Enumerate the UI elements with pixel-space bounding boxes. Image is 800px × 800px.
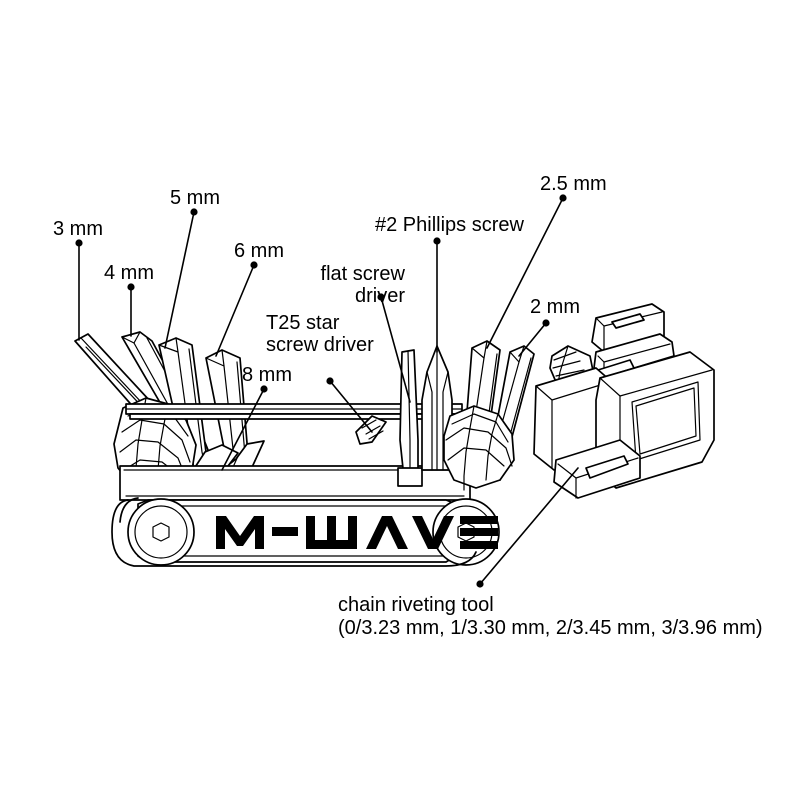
leader-dot-flat-screwdriver — [377, 293, 385, 301]
label-flat-screwdriver-line1: flat screw — [321, 263, 406, 285]
chain-riveting-tool-art — [533, 303, 715, 499]
label-hex-6mm: 6 mm — [234, 240, 284, 262]
label-flat-screwdriver-line2: driver — [355, 285, 405, 307]
leader-dot-chain-tool — [476, 580, 484, 588]
label-t25-line1: T25 star — [266, 312, 340, 334]
leader-hex-25mm — [486, 197, 564, 349]
pivot-bolt-left — [127, 498, 195, 566]
m-wave-logo — [216, 516, 498, 549]
leader-lines — [75, 194, 579, 588]
leader-dot-phillips — [433, 237, 441, 245]
leader-dot-hex-5mm — [190, 208, 198, 216]
leader-flat-screwdriver — [380, 296, 411, 403]
leader-hex-8mm — [221, 388, 265, 471]
leader-chain-tool — [479, 467, 579, 585]
label-hex-3mm: 3 mm — [53, 218, 103, 240]
leader-hex-6mm — [215, 264, 255, 357]
leader-hex-5mm — [164, 211, 195, 349]
leader-dot-t25 — [326, 377, 334, 385]
label-hex-4mm: 4 mm — [104, 262, 154, 284]
label-phillips: #2 Phillips screw — [375, 214, 525, 236]
label-chain-tool-line2: (0/3.23 mm, 1/3.30 mm, 2/3.45 mm, 3/3.96… — [338, 617, 763, 639]
label-hex-2mm: 2 mm — [530, 296, 580, 318]
leader-dot-hex-6mm — [250, 261, 258, 269]
callout-labels: 3 mm 4 mm 5 mm 6 mm 8 mm T25 star screw … — [53, 173, 763, 639]
label-chain-tool-line1: chain riveting tool — [338, 594, 494, 616]
label-t25-line2: screw driver — [266, 334, 374, 356]
leader-dot-hex-25mm — [559, 194, 567, 202]
leader-dot-hex-3mm — [75, 239, 83, 247]
label-hex-8mm: 8 mm — [242, 364, 292, 386]
leader-dot-hex-2mm — [542, 319, 550, 327]
tool-body-side-plate — [119, 465, 471, 501]
tool-body-upper-rail — [125, 403, 467, 420]
label-hex-25mm: 2.5 mm — [540, 173, 607, 195]
leader-hex-2mm — [518, 322, 547, 357]
multitool-artwork — [74, 303, 715, 567]
leader-t25 — [329, 380, 373, 433]
right-pivot-cluster — [443, 405, 515, 491]
leader-dot-hex-8mm — [260, 385, 268, 393]
chain-tool-lower-lip — [553, 439, 641, 499]
leader-dot-hex-4mm — [127, 283, 135, 291]
label-hex-5mm: 5 mm — [170, 187, 220, 209]
tool-body-outline — [111, 497, 477, 567]
